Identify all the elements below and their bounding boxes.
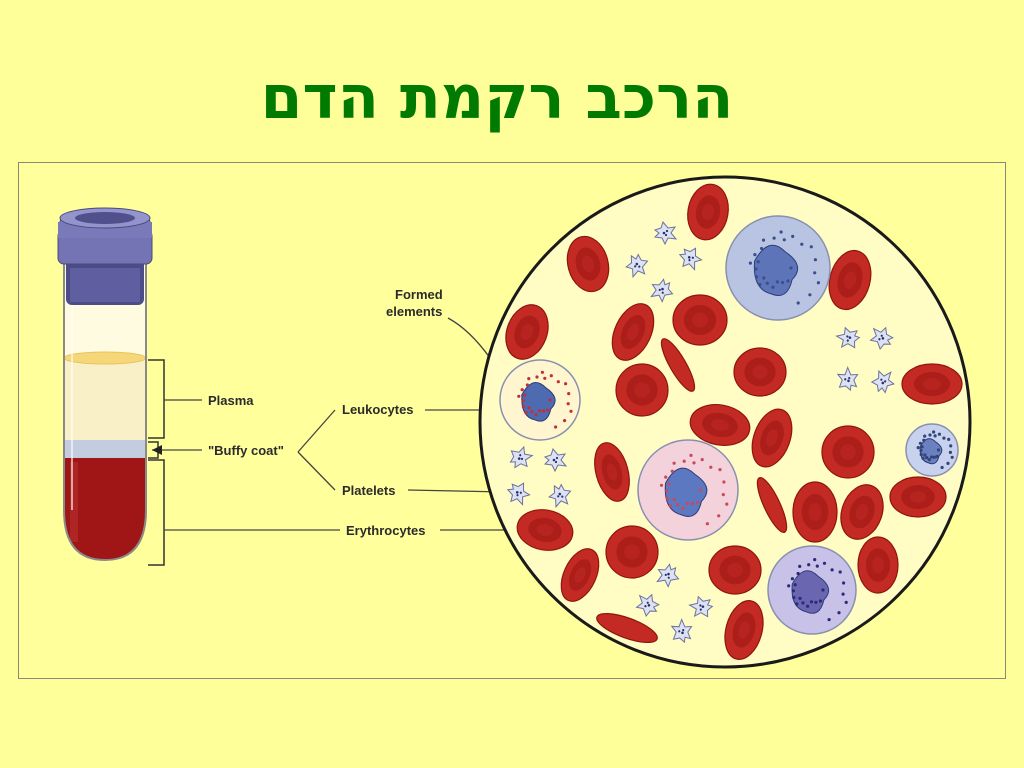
platelet-cell xyxy=(543,447,568,473)
tube-cap xyxy=(57,207,153,305)
erythrocyte-cell xyxy=(615,363,669,417)
erythrocyte-cell xyxy=(605,525,659,579)
erythrocyte-cell xyxy=(751,408,793,468)
erythrocyte-cell xyxy=(821,425,875,479)
leukocyte-cell xyxy=(499,359,581,441)
erythrocyte-cell xyxy=(708,545,762,595)
erythrocyte-cell xyxy=(596,612,658,644)
leukocyte-cell xyxy=(725,215,831,321)
erythrocyte-cell xyxy=(724,600,764,660)
platelet-cell xyxy=(625,253,649,279)
erythrocyte-cell xyxy=(560,548,600,602)
label-leukocytes: Leukocytes xyxy=(342,402,414,417)
platelet-cell xyxy=(670,618,693,644)
label-formed-elements-2: elements xyxy=(386,304,442,319)
erythrocyte-cell xyxy=(594,442,630,502)
platelet-cell xyxy=(653,220,678,246)
erythrocyte-cell xyxy=(792,481,838,543)
plasma-layer xyxy=(64,358,146,440)
slide-title: הרכב רקמת הדם xyxy=(260,63,734,133)
platelet-cell xyxy=(635,593,660,618)
erythrocyte-cell xyxy=(857,536,899,594)
erythrocyte-cell xyxy=(566,235,610,293)
platelet-cell xyxy=(869,326,894,351)
erythrocyte-cell xyxy=(516,509,574,551)
erythrocyte-cell xyxy=(756,477,788,533)
platelet-cell xyxy=(548,483,572,509)
platelet-cell xyxy=(835,326,861,349)
platelet-cell xyxy=(870,369,895,394)
erythrocyte-cell xyxy=(733,347,787,397)
leukocyte-cell xyxy=(637,439,739,541)
erythrocyte-cell xyxy=(611,303,655,361)
platelet-cell xyxy=(656,563,680,588)
test-tube xyxy=(57,207,165,566)
leukocyte-cell xyxy=(767,545,857,635)
label-erythrocytes: Erythrocytes xyxy=(346,523,425,538)
leukocyte-cell xyxy=(905,423,959,477)
platelet-cell xyxy=(506,482,531,506)
platelet-cell xyxy=(688,595,714,618)
erythrocyte-cell xyxy=(689,404,751,446)
label-formed-elements-1: Formed xyxy=(395,287,443,302)
erythrocyte-cell xyxy=(672,294,728,346)
erythrocyte-cell xyxy=(687,183,729,241)
platelet-cell xyxy=(509,445,534,469)
platelet-cell xyxy=(650,278,674,303)
erythrocyte-cell xyxy=(505,304,549,360)
erythrocyte-cell xyxy=(660,338,696,392)
label-platelets: Platelets xyxy=(342,483,395,498)
erythrocyte-cell xyxy=(901,363,963,405)
erythrocyte-cell xyxy=(889,476,947,518)
buffy-coat-layer xyxy=(64,440,146,458)
blood-smear-circle xyxy=(478,175,972,669)
erythrocyte-cell xyxy=(828,249,872,311)
label-buffy-coat: "Buffy coat" xyxy=(208,443,284,458)
erythrocyte-cell xyxy=(840,484,884,540)
platelet-cell xyxy=(678,247,703,271)
label-plasma: Plasma xyxy=(208,393,254,408)
platelet-cell xyxy=(836,366,859,392)
